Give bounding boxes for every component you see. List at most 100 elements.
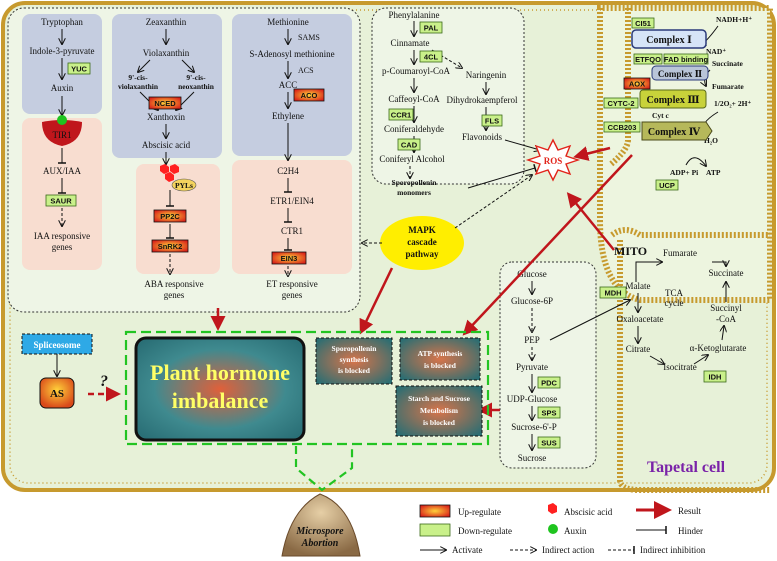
svg-text:EIN3: EIN3 — [281, 254, 298, 263]
auxin-pink-box — [22, 118, 102, 270]
cinnamate: Cinnamate — [391, 38, 430, 48]
svg-text:ATP synthesis: ATP synthesis — [418, 349, 463, 358]
glucose-6p: Glucose-6P — [511, 296, 553, 306]
svg-text:is blocked: is blocked — [424, 361, 457, 370]
svg-text:ETFQO: ETFQO — [635, 55, 661, 64]
svg-text:Up-regulate: Up-regulate — [458, 507, 501, 517]
svg-text:Hinder: Hinder — [678, 526, 703, 536]
complex-3 — [639, 89, 707, 109]
idh-badge — [703, 370, 727, 383]
aco-badge — [293, 88, 325, 102]
svg-text:Auxin: Auxin — [564, 526, 587, 536]
tca-label: TCA — [665, 288, 684, 298]
sporopollenin-monomers: Sporopollenin — [392, 178, 438, 187]
ccr1-badge — [388, 108, 414, 121]
svg-text:pathway: pathway — [405, 249, 439, 259]
svg-text:4CL: 4CL — [424, 53, 439, 62]
s-adenosyl-methionine: S-Adenosyl methionine — [249, 49, 334, 59]
glucose: Glucose — [517, 269, 547, 279]
svg-text:SAMS: SAMS — [298, 33, 320, 42]
svg-text:-CoA: -CoA — [716, 314, 737, 324]
adp-pi: ADP+ Pi — [670, 168, 698, 177]
unknown-link: ? — [100, 373, 108, 390]
svg-text:cascade: cascade — [407, 237, 437, 247]
svg-text:Abscisic acid: Abscisic acid — [564, 507, 613, 517]
cis-violaxanthin: violaxanthin — [118, 82, 159, 91]
saur-badge — [45, 194, 77, 207]
xanthoxin: Xanthoxin — [147, 112, 185, 122]
svg-text:Complex Ⅰ: Complex Ⅰ — [646, 35, 692, 46]
p-coumaroyl-coa: p-Coumaroyl-CoA — [382, 66, 450, 76]
cytc2-badge — [603, 97, 639, 109]
abscisic-acid: Abscisic acid — [142, 140, 191, 150]
ein3-badge — [271, 251, 307, 265]
svg-text:PAL: PAL — [424, 24, 439, 33]
svg-text:is blocked: is blocked — [338, 366, 371, 375]
plant-hormone-imbalance — [134, 336, 306, 442]
svg-text:SAUR: SAUR — [50, 197, 72, 206]
svg-text:UCP: UCP — [659, 181, 675, 190]
svg-text:CCR1: CCR1 — [391, 111, 411, 120]
iaa-responsive-genes: IAA responsive — [34, 231, 90, 241]
svg-text:Spliceosome: Spliceosome — [34, 340, 81, 350]
udp-glucose: UDP-Glucose — [507, 394, 558, 404]
svg-text:FLS: FLS — [485, 117, 499, 126]
tryptophan: Tryptophan — [41, 17, 83, 27]
ccb203-badge — [603, 121, 641, 133]
svg-text:Complex Ⅲ: Complex Ⅲ — [646, 95, 699, 106]
sps-badge — [537, 406, 561, 419]
complex-1 — [631, 29, 707, 49]
mito-succinate: Succinate — [712, 59, 744, 68]
svg-text:Indirect action: Indirect action — [542, 545, 595, 555]
ros-burst — [525, 138, 581, 182]
flavonoids: Flavonoids — [462, 132, 503, 142]
sus-badge — [537, 436, 561, 449]
snrk2-badge — [151, 239, 189, 253]
svg-text:TIR1: TIR1 — [53, 130, 72, 140]
svg-text:Abortion: Abortion — [301, 538, 339, 549]
et-responsive-genes: ET responsive — [266, 279, 318, 289]
tir1-receptor — [42, 120, 82, 146]
mito-fumarate: Fumarate — [712, 82, 744, 91]
4cl-badge — [419, 50, 443, 63]
svg-text:Starch and Sucrose: Starch and Sucrose — [408, 394, 470, 403]
eth-grey-box — [232, 14, 352, 156]
svg-text:Metabolism: Metabolism — [420, 406, 459, 415]
pp2c-badge — [153, 209, 187, 223]
svg-text:cycle: cycle — [665, 298, 684, 308]
svg-text:SPS: SPS — [541, 409, 556, 418]
svg-text:CAD: CAD — [401, 141, 418, 150]
aba-grey-box — [112, 14, 222, 158]
methionine: Methionine — [267, 17, 309, 27]
svg-text:9'-cis-: 9'-cis- — [128, 73, 148, 82]
microspore-abortion — [281, 493, 361, 557]
svg-text:Complex Ⅳ: Complex Ⅳ — [648, 127, 701, 138]
svg-text:imbalance: imbalance — [172, 388, 269, 413]
auxin: Auxin — [51, 83, 74, 93]
coniferyl-alcohol: Coniferyl Alcohol — [379, 154, 445, 164]
complex-2 — [651, 65, 709, 81]
complex-4 — [641, 121, 713, 141]
svg-text:YUC: YUC — [71, 65, 87, 74]
aux-iaa: AUX/IAA — [43, 166, 81, 176]
svg-text:Sporopollenin: Sporopollenin — [332, 344, 378, 353]
eth-pink-box — [232, 160, 352, 274]
ucp-badge — [655, 179, 679, 191]
coniferaldehyde: Coniferaldehyde — [384, 124, 444, 134]
pal-badge — [419, 21, 443, 34]
svg-text:monomers: monomers — [397, 188, 431, 197]
svg-text:IDH: IDH — [709, 373, 722, 382]
nced-badge — [148, 96, 182, 110]
svg-text:SnRK2: SnRK2 — [158, 242, 183, 251]
ethylene: Ethylene — [272, 111, 304, 121]
caffeoyl-coa: Caffeoyl-CoA — [388, 94, 440, 104]
mito-label: MITO — [614, 244, 647, 258]
etfqo-badge — [633, 53, 663, 65]
phenylalanine: Phenylalanine — [389, 10, 440, 20]
as-node — [39, 377, 75, 409]
result-arrows — [88, 146, 633, 418]
svg-text:Result: Result — [678, 506, 702, 516]
acc: ACC — [279, 80, 298, 90]
svg-text:Indirect inhibition: Indirect inhibition — [640, 545, 706, 555]
svg-text:9'-cis-: 9'-cis- — [186, 73, 206, 82]
